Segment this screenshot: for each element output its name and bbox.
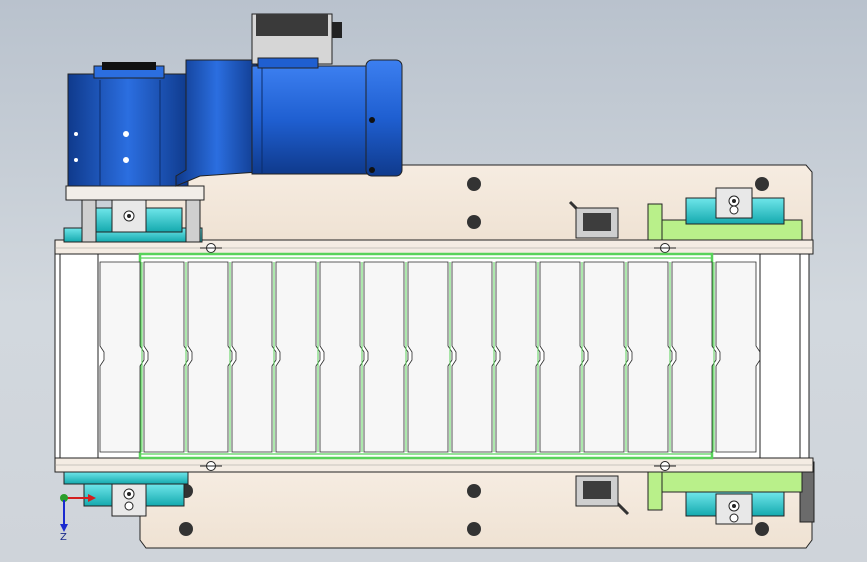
motor-standoff-left bbox=[81, 195, 97, 243]
gearbox-housing bbox=[67, 73, 189, 187]
gear-motor[interactable] bbox=[65, 13, 403, 201]
bottom-mounting-hole-1 bbox=[467, 484, 481, 498]
motor-mount-plate bbox=[65, 185, 205, 201]
sensor-lower[interactable] bbox=[575, 475, 630, 516]
belt-slat bbox=[99, 261, 145, 453]
gearbox-bolt-2 bbox=[123, 157, 129, 163]
motor-screw-2 bbox=[369, 167, 375, 173]
belt-slat bbox=[187, 261, 233, 453]
top-mounting-hole-2 bbox=[467, 215, 481, 229]
belt-slat bbox=[715, 261, 761, 453]
belt-slat bbox=[363, 261, 409, 453]
tensioner-bracket-lower bbox=[647, 471, 663, 511]
belt-slat bbox=[275, 261, 321, 453]
gearbox-bolt-4 bbox=[74, 158, 78, 162]
bottom-frame-plate[interactable] bbox=[139, 471, 813, 549]
bottom-mounting-hole-2 bbox=[467, 522, 481, 536]
lower-side-rail[interactable] bbox=[54, 457, 814, 473]
belt-slat bbox=[319, 261, 365, 453]
drive-bearing-upper[interactable] bbox=[63, 195, 203, 243]
belt-slat bbox=[143, 261, 189, 453]
motor-screw-1 bbox=[369, 117, 375, 123]
belt-slat bbox=[231, 261, 277, 453]
tensioner-bracket-upper bbox=[647, 203, 663, 241]
belt-slat bbox=[539, 261, 585, 453]
belt-slat bbox=[671, 261, 717, 453]
top-mounting-hole-3 bbox=[755, 177, 769, 191]
belt-slat bbox=[407, 261, 453, 453]
gearbox-bolt-1 bbox=[123, 131, 129, 137]
motor-standoff-right bbox=[185, 195, 201, 243]
idler-bearing-upper[interactable] bbox=[647, 187, 803, 241]
top-mounting-hole-1 bbox=[467, 177, 481, 191]
belt-slat bbox=[451, 261, 497, 453]
gearbox-bolt-3 bbox=[74, 132, 78, 136]
drive-bearing-lower[interactable] bbox=[63, 471, 189, 517]
idler-bearing-lower[interactable] bbox=[647, 471, 803, 525]
sensor-upper[interactable] bbox=[568, 200, 619, 239]
bottom-mounting-hole-5 bbox=[755, 522, 769, 536]
z-axis-arrow bbox=[60, 524, 68, 532]
x-axis-arrow bbox=[88, 494, 96, 502]
belt-slat bbox=[583, 261, 629, 453]
motor-body bbox=[251, 65, 373, 175]
belt-slat bbox=[627, 261, 673, 453]
z-axis-label: Z bbox=[60, 532, 67, 543]
belt-slat bbox=[495, 261, 541, 453]
coordinate-triad bbox=[60, 494, 96, 532]
bottom-mounting-hole-4 bbox=[179, 522, 193, 536]
conveyor-belt[interactable] bbox=[54, 252, 810, 460]
